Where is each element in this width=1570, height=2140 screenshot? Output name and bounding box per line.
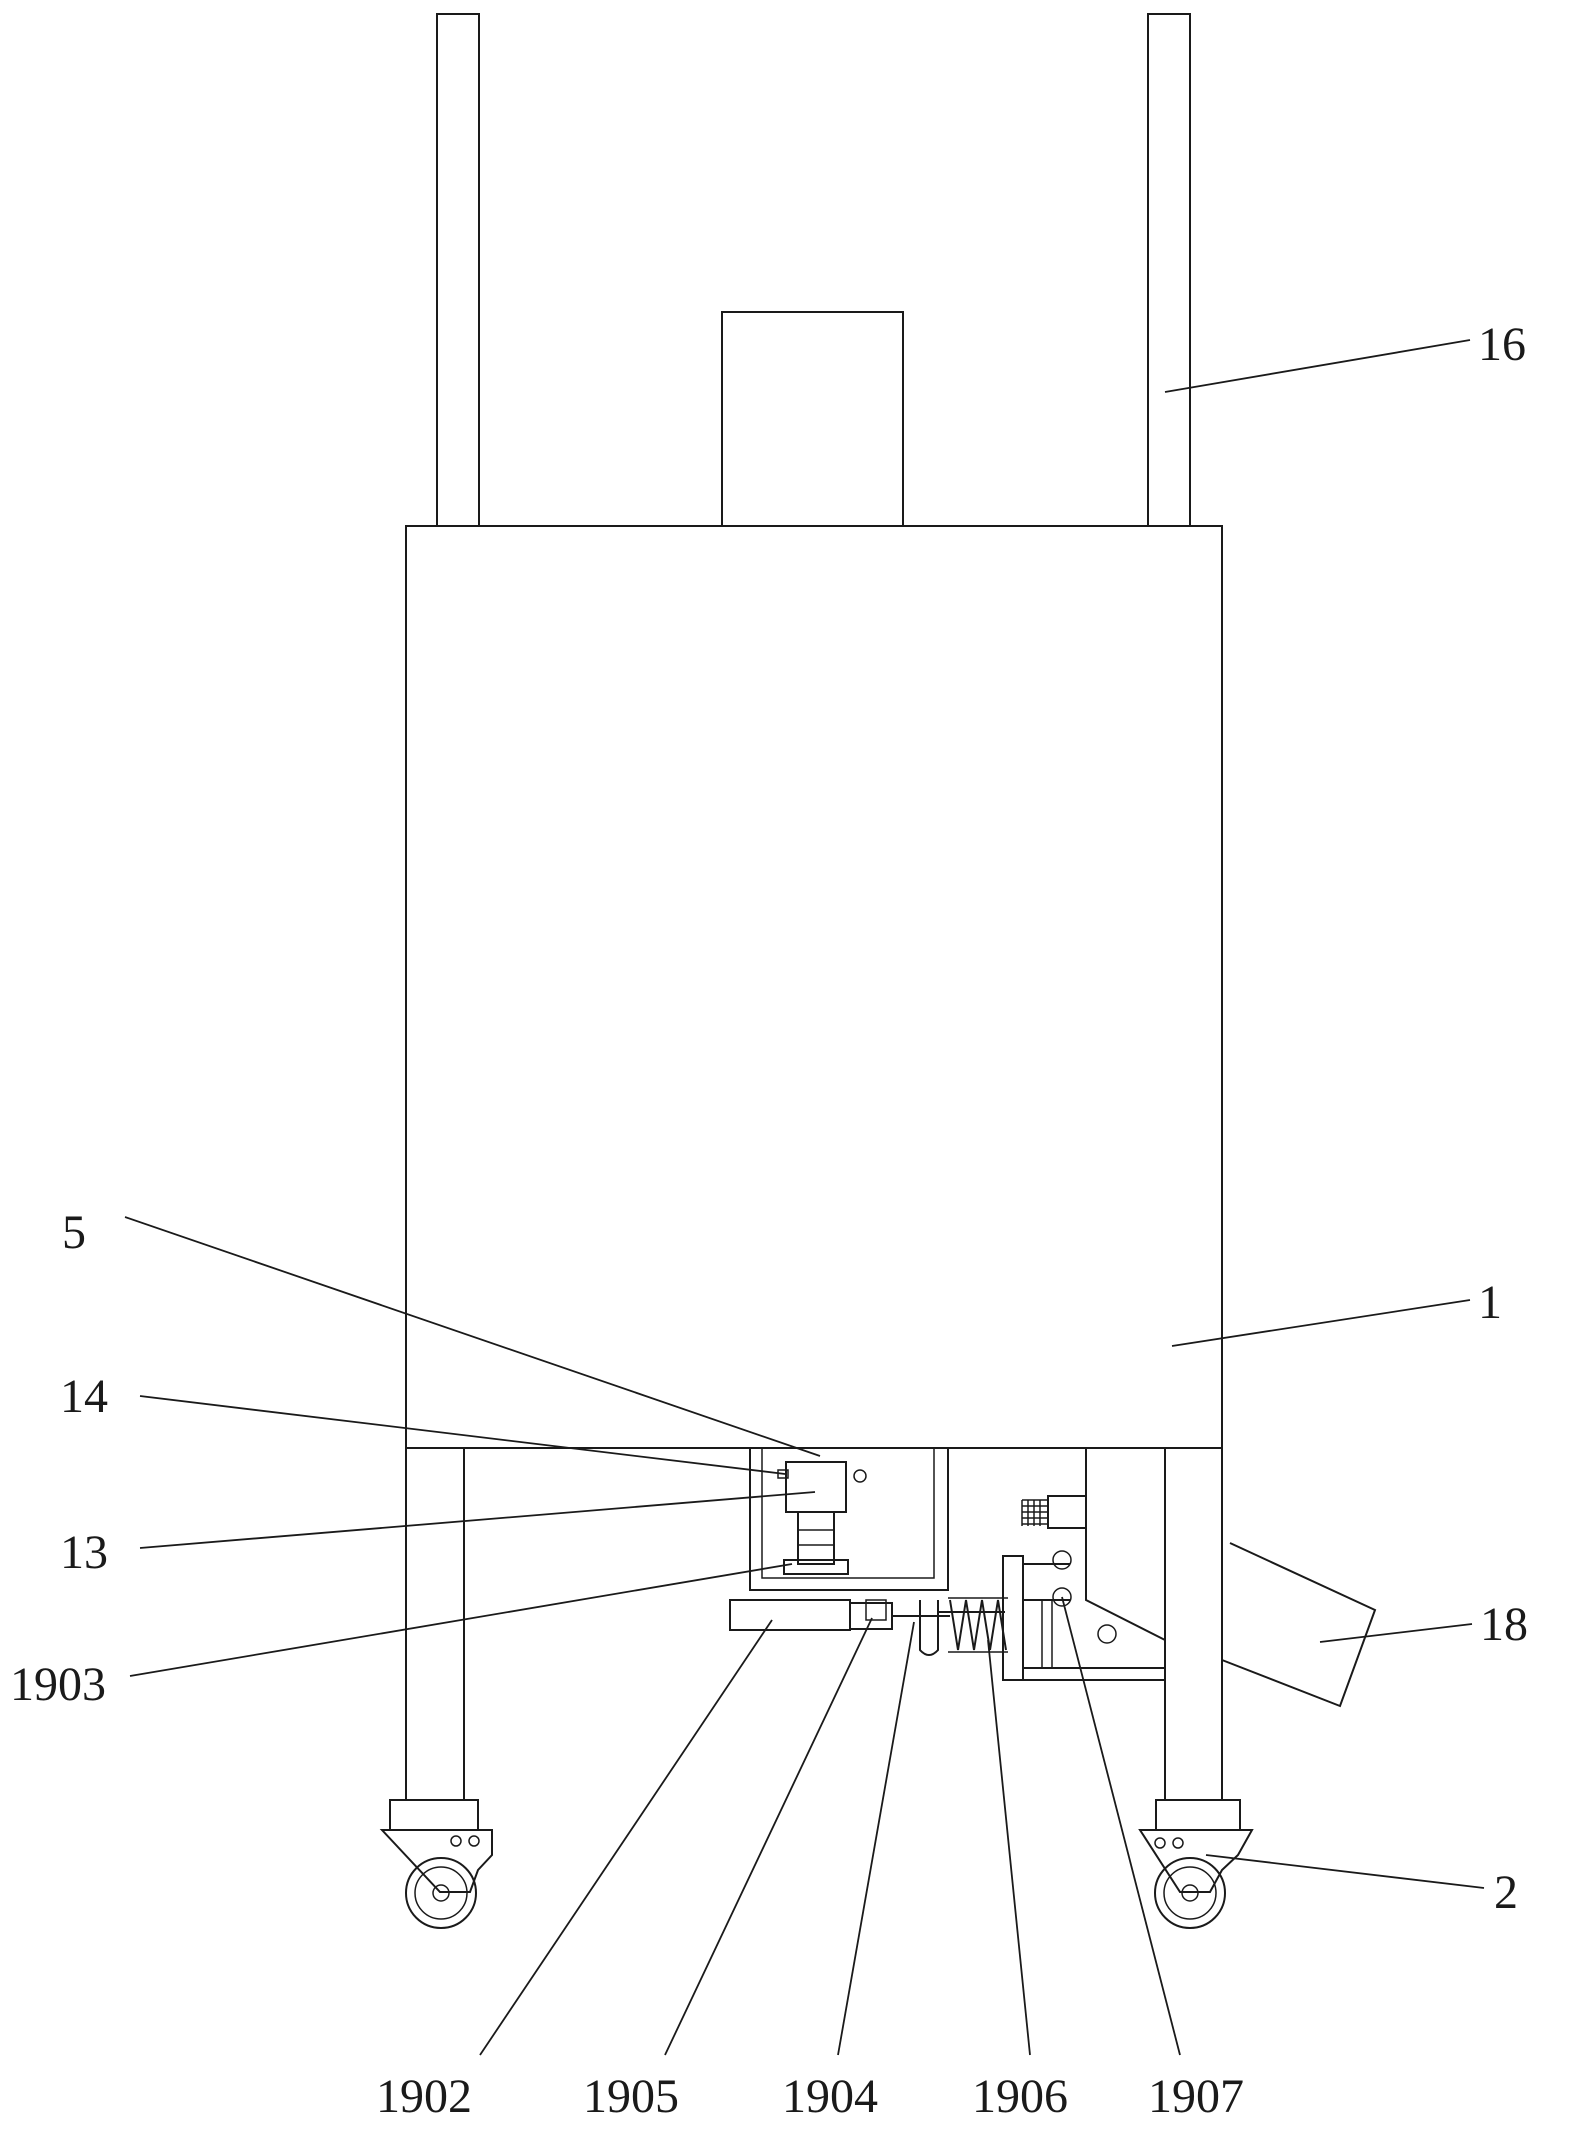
main-body <box>405 525 1223 1449</box>
leader-13 <box>139 1491 816 1549</box>
leader-1 <box>1171 1299 1471 1347</box>
leader-1902 <box>479 1619 773 2056</box>
left-caster-wheel-outer <box>405 1857 477 1929</box>
label-14: 14 <box>60 1370 108 1423</box>
left-caster-fork <box>379 1829 493 1893</box>
left-handle-rail <box>436 13 480 527</box>
right-caster-mount <box>1155 1799 1241 1831</box>
u-bracket-outer <box>749 1448 949 1591</box>
leader-1906 <box>987 1639 1031 2056</box>
right-caster-fork <box>1138 1829 1254 1893</box>
label-16: 16 <box>1478 318 1526 371</box>
push-rod-1904 <box>919 1600 939 1656</box>
leader-14 <box>139 1395 786 1475</box>
right-caster-hub <box>1181 1884 1199 1902</box>
leader-1905 <box>664 1617 873 2056</box>
label-1905: 1905 <box>583 2070 679 2123</box>
u-bracket-inner <box>761 1448 935 1579</box>
right-caster-pin-2 <box>1172 1837 1184 1849</box>
label-1904: 1904 <box>782 2070 878 2123</box>
discharge-chute-18 <box>1221 1542 1377 1708</box>
left-caster-pin-1 <box>450 1835 462 1847</box>
roller-2 <box>1052 1587 1072 1607</box>
clamp-frame <box>1002 1555 1024 1681</box>
lower-mechanism <box>729 1448 950 1656</box>
leader-18 <box>1319 1623 1473 1643</box>
label-13: 13 <box>60 1526 108 1579</box>
roller-1 <box>1052 1550 1072 1570</box>
leader-5 <box>124 1216 821 1457</box>
label-1: 1 <box>1478 1276 1502 1329</box>
label-2: 2 <box>1494 1866 1518 1919</box>
right-caster-wheel <box>1138 1799 1254 1929</box>
side-panel <box>1085 1448 1166 1641</box>
label-1906: 1906 <box>972 2070 1068 2123</box>
slide-block-1902 <box>729 1599 851 1631</box>
right-caster-wheel-inner <box>1163 1866 1217 1920</box>
shaft-coupling <box>797 1511 835 1565</box>
spring-1906 <box>938 1597 1008 1653</box>
connector-1905-inner <box>865 1599 887 1621</box>
left-caster-mount <box>389 1799 479 1831</box>
label-5: 5 <box>62 1206 86 1259</box>
motor-housing <box>785 1461 847 1513</box>
right-caster-wheel-outer <box>1154 1857 1226 1929</box>
leader-2 <box>1205 1854 1485 1889</box>
legs <box>405 1447 1223 1801</box>
roller-3 <box>1097 1624 1117 1644</box>
right-leg <box>1164 1447 1223 1801</box>
label-1907: 1907 <box>1148 2070 1244 2123</box>
right-caster-pin-1 <box>1154 1837 1166 1849</box>
small-gear-housing <box>1047 1495 1087 1529</box>
small-gear-teeth <box>1021 1499 1048 1526</box>
left-caster-wheel-inner <box>414 1866 468 1920</box>
leader-1903 <box>129 1563 793 1677</box>
top-box <box>721 311 904 527</box>
motor-knob <box>853 1469 867 1483</box>
reference-labels: 16 5 1 14 13 18 1903 2 1902 1905 1904 19… <box>10 318 1528 2123</box>
leader-16 <box>1164 339 1471 393</box>
right-handle-rail <box>1147 13 1191 527</box>
label-1903: 1903 <box>10 1658 106 1711</box>
spring-coil <box>949 1599 1007 1651</box>
handle-rails <box>436 13 1191 527</box>
leader-lines <box>124 339 1485 2056</box>
left-caster-hub <box>432 1884 450 1902</box>
left-caster-pin-2 <box>468 1835 480 1847</box>
gear-plate <box>783 1559 849 1575</box>
leader-1907 <box>1061 1596 1181 2056</box>
label-1902: 1902 <box>376 2070 472 2123</box>
label-18: 18 <box>1480 1598 1528 1651</box>
right-assembly-1907 <box>1002 1448 1166 1681</box>
leader-1904 <box>837 1621 915 2056</box>
left-caster-wheel <box>379 1799 493 1929</box>
